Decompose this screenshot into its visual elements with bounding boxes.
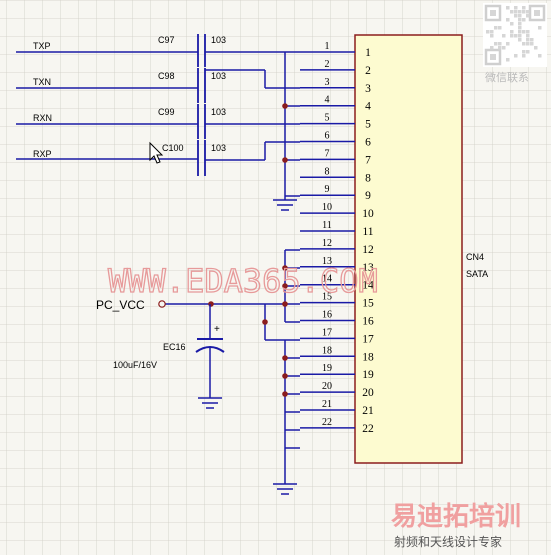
pin-14-name: 14 [362,280,374,292]
pin-12-number: 12 [322,238,332,249]
pin-1-number: 1 [325,41,330,52]
qr-code-icon [483,3,547,67]
watermark: WWW.EDA365.COM [108,262,378,300]
pin-11-number: 11 [322,220,332,231]
ground-symbol-3 [273,483,297,495]
ec16-value: 100uF/16V [113,360,157,370]
pin-3-name: 3 [365,83,371,95]
cap-c99-ref: C99 [158,107,175,117]
pin-22-number: 22 [322,417,332,428]
cap-c98-ref: C98 [158,71,175,81]
ground-symbol-1 [273,199,297,211]
pin-6-number: 6 [325,131,330,142]
power-port-symbol[interactable] [158,300,166,308]
ac-coupling-capacitors[interactable] [197,34,206,176]
pin-7-number: 7 [325,148,330,159]
power-port-label: PC_VCC [96,298,145,312]
svg-text:易迪拓培训: 易迪拓培训 [391,502,521,532]
net-label-txn: TXN [33,77,51,87]
pin-21-name: 21 [362,405,374,417]
pin-5-number: 5 [325,113,330,124]
pin-22-name: 22 [362,423,374,435]
pin-2-number: 2 [325,59,330,70]
polarity-mark: + [214,324,220,335]
ec16-ref: EC16 [163,342,186,352]
junctions [208,103,288,397]
pin-12-name: 12 [362,244,374,256]
pin-5-name: 5 [365,119,371,131]
pin-18-number: 18 [322,345,332,356]
pin-20-number: 20 [322,381,332,392]
qr-caption: 微信联系 [485,70,529,84]
connector-value: SATA [466,269,488,279]
svg-text:射频和天线设计专家: 射频和天线设计专家 [394,534,502,549]
wires [16,51,300,484]
pin-4-number: 4 [325,95,330,106]
pin-20-name: 20 [362,387,374,399]
connector-pins: 1122334455667788991010111112121313141415… [300,41,374,435]
ground-symbol-2 [198,397,222,409]
pin-10-name: 10 [362,208,374,220]
pin-17-name: 17 [362,333,374,345]
cap-c100-ref: C100 [162,143,184,153]
logo: 易迪拓培训 射频和天线设计专家 [391,502,521,549]
pin-18-name: 18 [362,351,374,363]
pin-17-number: 17 [322,327,332,338]
pin-2-name: 2 [365,65,371,77]
pin-16-name: 16 [362,316,374,328]
cap-c97-ref: C97 [158,35,175,45]
connector-body[interactable] [354,34,463,464]
pin-3-number: 3 [325,77,330,88]
pin-15-name: 15 [362,298,374,310]
pin-16-number: 16 [322,310,332,321]
pin-9-name: 9 [365,190,371,202]
pin-15-number: 15 [322,292,332,303]
net-label-txp: TXP [33,41,51,51]
net-label-rxn: RXN [33,113,52,123]
pin-14-number: 14 [322,274,332,285]
pin-13-name: 13 [362,262,374,274]
pin-4-name: 4 [365,101,371,113]
pin-1-name: 1 [365,47,371,59]
cap-c99-value: 103 [211,107,226,117]
cap-c100-value: 103 [211,143,226,153]
pin-8-number: 8 [325,166,330,177]
mouse-cursor-icon [149,141,164,164]
pin-10-number: 10 [322,202,332,213]
pin-13-number: 13 [322,256,332,267]
cap-c97-value: 103 [211,35,226,45]
pin-8-name: 8 [365,172,371,184]
pin-6-name: 6 [365,137,371,149]
pin-7-name: 7 [365,154,371,166]
connector-refdes: CN4 [466,252,484,262]
cap-c98-value: 103 [211,71,226,81]
pin-9-number: 9 [325,184,330,195]
pin-11-name: 11 [362,226,373,238]
pin-21-number: 21 [322,399,332,410]
pin-19-name: 19 [362,369,374,381]
net-label-rxp: RXP [33,149,52,159]
electrolytic-capacitor[interactable] [195,304,225,398]
pin-19-number: 19 [322,363,332,374]
